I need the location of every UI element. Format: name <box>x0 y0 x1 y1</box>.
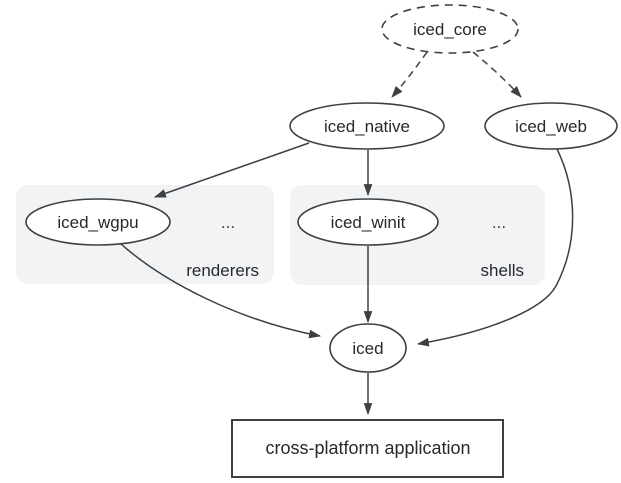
node-application: cross-platform application <box>231 419 504 478</box>
node-iced: iced <box>329 323 407 373</box>
group-renderers-label: renderers <box>186 261 259 280</box>
node-iced-native-shape <box>289 102 445 150</box>
edge-core-to-web <box>472 51 522 98</box>
group-shells-ellipsis: ... <box>492 213 506 232</box>
node-iced-native: iced_native <box>289 102 445 150</box>
node-iced-winit: iced_winit <box>297 198 439 246</box>
group-shells-label: shells <box>481 261 524 280</box>
node-iced-shape <box>329 323 407 373</box>
node-iced-winit-label: iced_winit <box>331 213 406 232</box>
node-iced-wgpu-shape <box>25 198 171 246</box>
node-iced-label: iced <box>352 339 383 358</box>
edge-web-to-iced <box>416 148 574 347</box>
node-iced-web: iced_web <box>484 102 618 150</box>
group-renderers-ellipsis: ... <box>221 213 235 232</box>
node-iced-web-label: iced_web <box>515 117 587 136</box>
node-iced-core-shape <box>381 4 519 54</box>
edge-wgpu-to-iced <box>120 243 322 339</box>
node-application-shape <box>231 419 504 478</box>
edge-core-to-native <box>391 51 428 98</box>
node-iced-wgpu-label: iced_wgpu <box>57 213 138 232</box>
node-iced-native-label: iced_native <box>324 117 410 136</box>
edge-native-to-wgpu <box>153 142 310 198</box>
node-iced-core-label: iced_core <box>413 20 487 39</box>
node-iced-web-shape <box>484 102 618 150</box>
node-iced-winit-shape <box>297 198 439 246</box>
node-iced-core: iced_core <box>381 4 519 54</box>
node-iced-wgpu: iced_wgpu <box>25 198 171 246</box>
node-application-label: cross-platform application <box>265 438 470 458</box>
